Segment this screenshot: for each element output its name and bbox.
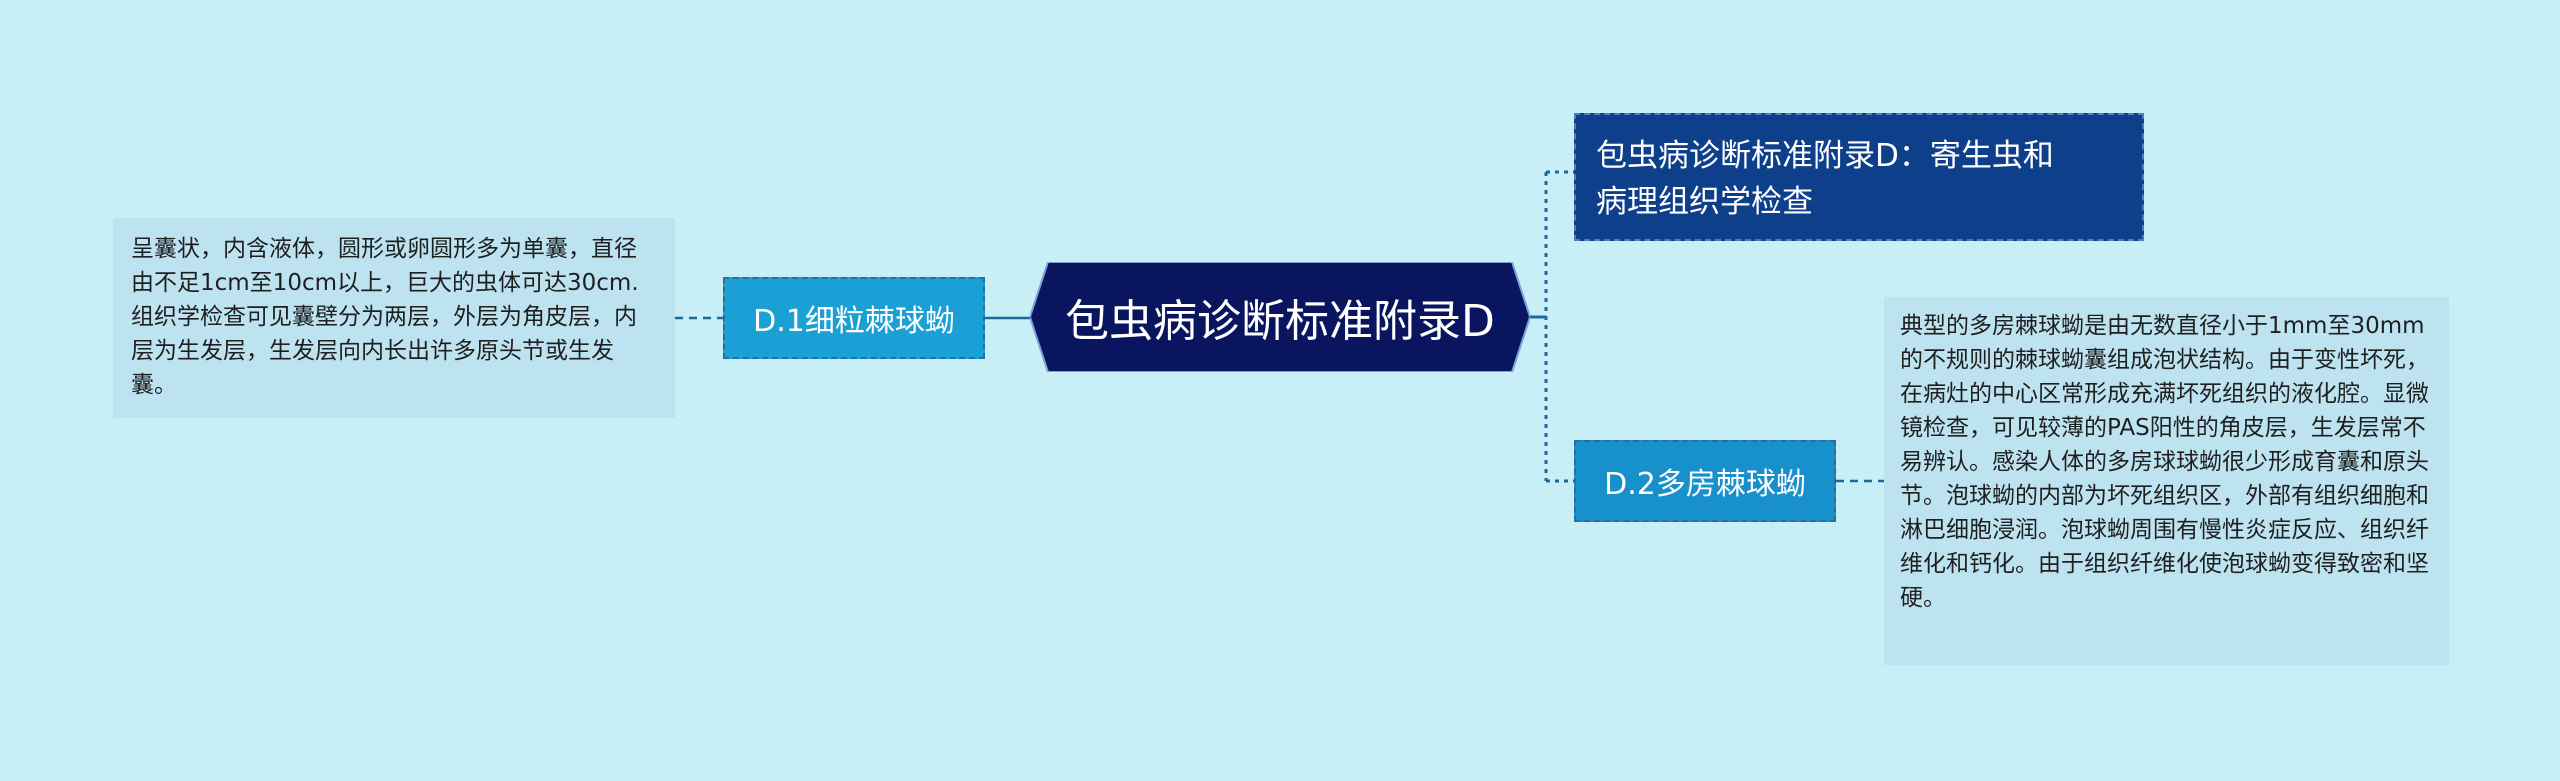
right-branch-node[interactable]: D.2多房棘球蚴 <box>1574 440 1836 522</box>
left-branch-node[interactable]: D.1细粒棘球蚴 <box>723 277 985 359</box>
central-topic-label: 包虫病诊断标准附录D <box>1065 296 1495 347</box>
left-branch-label: D.1细粒棘球蚴 <box>753 304 955 339</box>
hexagon-shape <box>1030 262 1530 372</box>
top-topic-line-1: 包虫病诊断标准附录D：寄生虫和 <box>1596 138 2054 174</box>
right-branch-label: D.2多房棘球蚴 <box>1604 467 1806 502</box>
right-leaf-note[interactable]: 典型的多房棘球蚴是由无数直径小于1mm至30mm的不规则的棘球蚴囊组成泡状结构。… <box>1884 297 2449 665</box>
central-topic-node[interactable]: 包虫病诊断标准附录D <box>1030 262 1530 372</box>
top-topic-node[interactable]: 包虫病诊断标准附录D：寄生虫和 病理组织学检查 <box>1574 113 2144 241</box>
right-leaf-text: 典型的多房棘球蚴是由无数直径小于1mm至30mm的不规则的棘球蚴囊组成泡状结构。… <box>1900 313 2429 611</box>
left-leaf-note[interactable]: 呈囊状，内含液体，圆形或卵圆形多为单囊，直径由不足1cm至10cm以上，巨大的虫… <box>113 218 675 418</box>
top-topic-line-2: 病理组织学检查 <box>1596 184 1813 220</box>
left-leaf-text: 呈囊状，内含液体，圆形或卵圆形多为单囊，直径由不足1cm至10cm以上，巨大的虫… <box>131 236 639 398</box>
